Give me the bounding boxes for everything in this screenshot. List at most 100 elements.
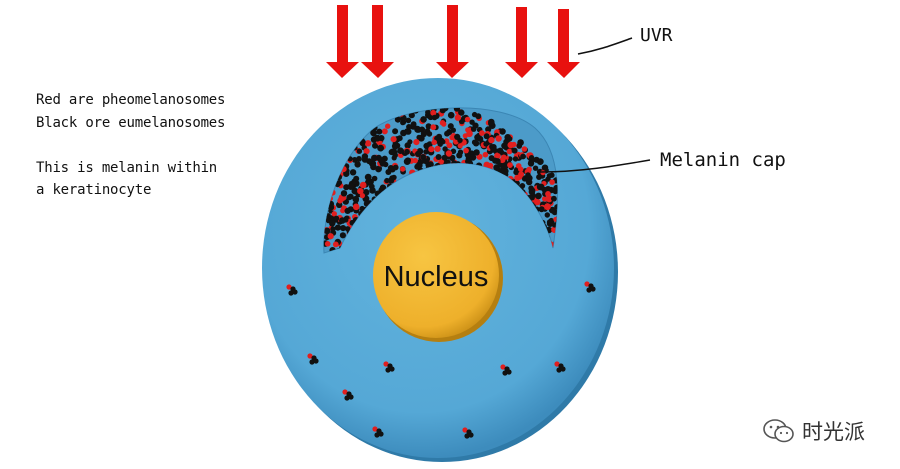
melanin-cap-leader-line <box>539 159 651 173</box>
melanosome-dot <box>336 180 343 186</box>
melanosome-dot <box>534 198 541 206</box>
melanosome-dot <box>526 174 533 182</box>
watermark-text: 时光派 <box>802 420 865 444</box>
melanosome-dot <box>528 155 535 161</box>
melanosome-dot <box>487 162 494 169</box>
melanosome-dot <box>501 162 508 169</box>
melanosome-dot <box>434 145 441 152</box>
melanin-cap-label: Melanin cap <box>660 149 786 171</box>
melanosome-dot <box>428 146 435 153</box>
melanosome-dot <box>554 361 560 367</box>
melanosome-dot <box>356 148 363 154</box>
melanosome-dot <box>405 117 412 124</box>
melanosome-dot <box>406 124 412 130</box>
melanosome-dot <box>506 369 512 375</box>
melanosome-dot <box>425 123 432 130</box>
melanosome-dot <box>445 150 453 157</box>
melanosome-dot <box>538 206 545 213</box>
melanosome-dot <box>420 130 427 138</box>
melanosome-dot <box>370 163 377 171</box>
melanosome-dot <box>488 136 495 144</box>
melanosome-dot <box>371 154 378 162</box>
melanosome-cluster <box>383 361 395 373</box>
melanosome-dot <box>389 366 395 372</box>
melanosome-dot <box>420 158 426 164</box>
melanosome-dot <box>324 241 331 247</box>
melanosome-dot <box>549 179 555 185</box>
melanosome-dot <box>535 192 542 200</box>
melanosome-dot <box>499 128 506 135</box>
melanosome-dot <box>332 241 339 248</box>
melanosome-dot <box>586 287 592 293</box>
melanosome-dot <box>288 290 294 296</box>
melanosome-dot <box>473 149 480 156</box>
melanosome-cluster <box>584 281 596 293</box>
melanosome-dot <box>392 164 399 171</box>
melanosome-dot <box>544 186 552 193</box>
melanosome-dot <box>507 141 515 149</box>
melanosome-dot <box>430 109 437 116</box>
melanosome-dot <box>347 183 355 190</box>
melanosome-dot <box>375 165 382 173</box>
melanosome-dot <box>404 128 412 135</box>
melanosome-cluster <box>342 389 354 401</box>
melanosome-dot <box>383 361 389 367</box>
melanosome-dot <box>385 169 392 175</box>
wechat-icon <box>762 418 796 444</box>
melanosome-dot <box>435 154 442 160</box>
melanosome-dot <box>507 162 513 169</box>
melanosome-dot <box>483 141 489 147</box>
melanosome-dot <box>339 232 346 239</box>
melanosome-dot <box>425 109 431 116</box>
uvr-leader-line <box>577 37 633 55</box>
melanosome-dot <box>502 370 508 376</box>
melanosome-dot <box>377 144 384 152</box>
melanosome-dot <box>426 131 433 137</box>
melanosome-dot <box>518 171 525 178</box>
melanosome-dot <box>512 156 519 162</box>
melanosome-dot <box>396 135 403 142</box>
melanosome-dot <box>412 157 418 164</box>
melanosome-dot <box>454 114 462 121</box>
melanosome-dot <box>497 147 504 154</box>
melanosome-dot <box>292 289 298 295</box>
melanosome-dot <box>430 124 437 131</box>
melanosome-dot <box>488 118 495 126</box>
melanosome-dot <box>431 139 438 146</box>
melanosome-dot <box>551 195 557 202</box>
melanosome-dot <box>453 107 460 112</box>
melanosome-dot <box>333 215 340 222</box>
melanosome-cluster <box>286 284 298 296</box>
melanosome-dot <box>584 281 590 287</box>
melanosome-dot <box>469 119 475 125</box>
melanosome-dot <box>521 146 528 152</box>
melanosome-dot <box>468 432 474 438</box>
melanosome-dot <box>376 128 383 135</box>
melanosome-dot <box>554 204 558 210</box>
melanosome-dot <box>413 139 420 146</box>
melanosome-dot <box>307 353 313 359</box>
melanosome-dot <box>407 139 413 145</box>
melanosome-dot <box>356 156 362 162</box>
melanosome-dot <box>431 114 438 121</box>
melanosome-cluster <box>554 361 566 373</box>
melanosome-dot <box>389 148 396 155</box>
melanosome-dot <box>458 118 465 125</box>
melanosome-dot <box>331 211 337 217</box>
melanosome-dot <box>444 130 450 137</box>
melanosome-dot <box>374 134 381 142</box>
melanosome-dot <box>346 194 353 201</box>
melanosome-cluster <box>372 426 384 438</box>
melanosome-dot <box>556 367 562 373</box>
melanosome-dot <box>447 111 455 119</box>
melanosome-dot <box>439 120 446 126</box>
melanosome-dot <box>537 183 545 191</box>
melanosome-dot <box>458 109 465 116</box>
melanosome-dot <box>490 147 496 153</box>
melanosome-dot <box>403 158 411 166</box>
melanosome-dot <box>532 165 539 171</box>
melanosome-dot <box>506 148 513 155</box>
melanosome-dot <box>374 432 380 438</box>
melanosome-dot <box>372 426 378 432</box>
